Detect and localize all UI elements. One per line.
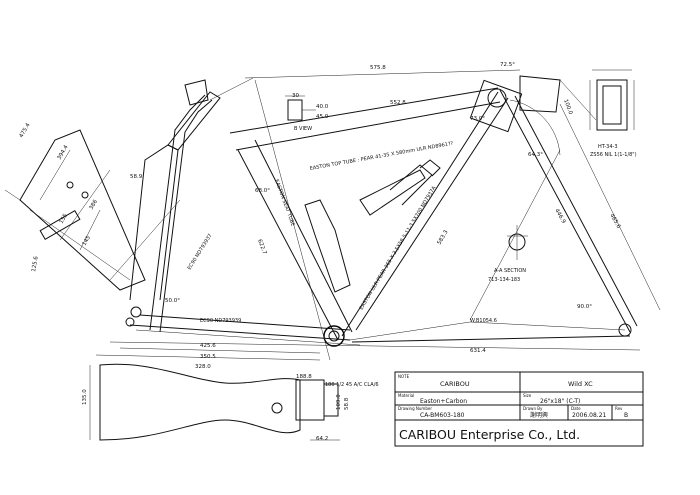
dim-chainstay-3: 328.0 [195,364,211,370]
b-view-inset: 30 40.0 45.0 B VIEW [285,93,329,132]
dim-fork-a: 394.4 [57,144,70,161]
bview-top-dim: 30 [292,93,299,99]
model: Wild XC [568,380,593,388]
title-block: NOTE CARIBOU Wild XC Material Easton+Car… [394,371,644,447]
dim-bottom-r1: 109.0 [336,394,342,410]
angle-c: 64.3° [528,152,543,158]
customer: CARIBOU [440,380,470,388]
dim-bottom-left: 135.0 [82,389,88,405]
section-code: 713-134-183 [488,277,520,283]
dim-bottom-width: 64.2 [316,436,328,442]
angle-f: 50.0° [165,298,180,304]
weight-note: W.B1054.6 [470,318,497,324]
material: Easton+Carbon [420,398,467,405]
dim-fork-d: 145 [82,234,93,247]
top-tube-note: EASTON TOP TUBE : PEAR 41-35 X 580mm ULR… [309,141,454,172]
ec90-note-2: EC90 ND793939 [200,318,241,324]
dim-fork-e: 125.6 [31,255,40,272]
water-bottles [304,159,441,293]
company-name: CARIBOU Enterprise Co., Ltd. [399,427,580,442]
date: 2006.08.21 [572,412,607,419]
bview-low-dim: 45.0 [316,114,329,120]
rev: B [624,412,628,419]
dim-bottom-r2: 58.8 [344,397,350,410]
size-caption: Size [523,393,532,398]
dim-chainstay-len: 425.6 [200,343,216,349]
seat-tube-note: EASTON SEAT TUBE [273,179,296,227]
ec90-note-1: EC90 ND793937 [187,233,214,271]
dim-down-tube: 583.3 [437,229,450,246]
drawing-number: CA-BM603-180 [420,412,465,419]
drawn-by: 謝明興 [530,411,548,419]
head-tube-inset: HT-34-3 ZS56 NIL 1(1-1/8") [589,69,637,158]
angle-b: 73.0° [470,116,485,122]
date-caption: Date [571,406,581,411]
note-caption: NOTE [398,374,410,379]
head-note-2: ZS56 NIL 1(1-1/8") [590,152,637,158]
dim-fork-b: 386 [89,198,100,211]
dim-wheelbase: 631.4 [470,348,486,354]
frame-outline [109,69,661,361]
size: 26"x18" (C-T) [540,398,580,405]
dim-fork-c: 155 [59,212,70,225]
down-tube-note: EASTON ULR PEAR-365 X 3.5X58.5-11-3.5X70… [359,185,438,311]
dim-top-inner: 552.8 [390,100,406,106]
drawing-number-caption: Drawing Number [398,406,432,411]
dim-bottom-side: 188.8 [296,374,312,380]
angle-a: 72.5° [500,62,515,68]
rev-caption: Rev [615,406,623,411]
drawn-by-caption: Drawn By [523,406,543,411]
angle-d: 68.0° [255,188,270,194]
material-caption: Material [398,393,414,398]
dim-top-length: 575.8 [370,65,386,71]
chainstay-detail [89,347,340,441]
b-view-label: B VIEW [294,126,312,132]
front-fork [109,79,361,346]
dim-mid-offset: 58.9 [130,174,143,180]
left-fork-view [4,129,146,291]
section-label: A-A SECTION [494,268,526,274]
plate-note: 180 1/2 45 A/C CLA/6 [325,382,379,388]
head-note: HT-34-3 [598,144,618,150]
angle-e: 90.0° [577,304,592,310]
dim-fork-long: 475.4 [19,122,32,139]
dim-head: 100.0 [562,99,573,116]
dim-chainstay-2: 350.5 [200,354,216,360]
bview-right-dim: 40.0 [316,104,329,110]
dim-rear-tri: 465.6 [608,213,621,230]
aa-section: A-A SECTION 713-134-183 [488,225,528,283]
dim-seat-tube: 622.7 [256,239,267,256]
